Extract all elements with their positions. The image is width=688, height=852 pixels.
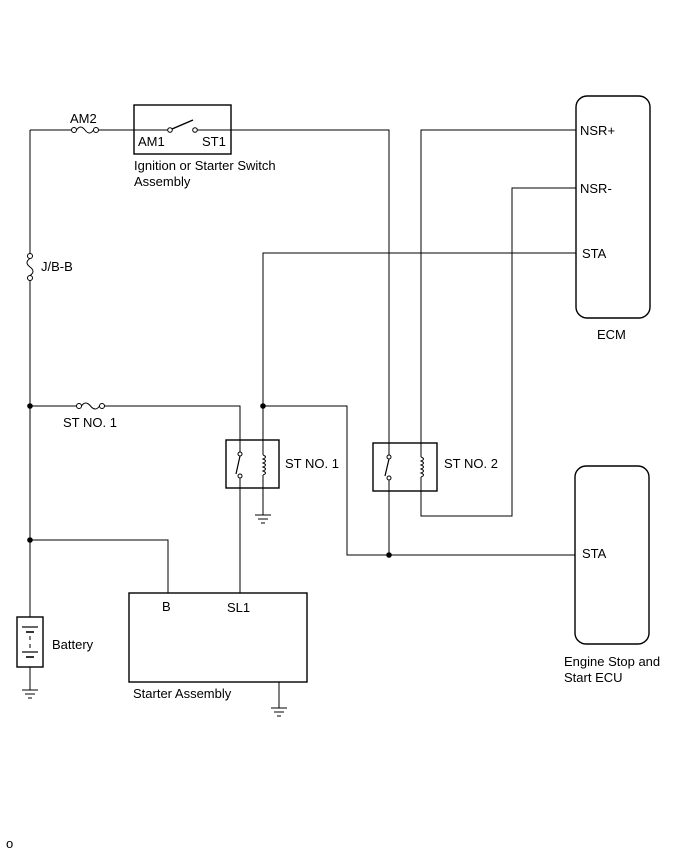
sta-eco-wire	[263, 405, 576, 556]
st-no2-relay-label: ST NO. 2	[444, 456, 498, 471]
junction-dot	[386, 552, 392, 558]
sta-ecu-terminal-label: STA	[582, 546, 607, 561]
corner-mark: o	[6, 836, 13, 851]
sta-ecm-terminal-label: STA	[582, 246, 607, 261]
st-no1-relay-box	[225, 439, 280, 489]
jbb-fuse-label: J/B-B	[41, 259, 73, 274]
am2-label: AM2	[70, 111, 97, 126]
nsr-plus-terminal-label: NSR+	[580, 123, 615, 138]
ecm-box	[575, 95, 651, 319]
battery-symbol	[16, 616, 44, 668]
battery-label: Battery	[52, 637, 94, 652]
ground-icon	[22, 689, 38, 699]
am1-terminal-label: AM1	[138, 134, 165, 149]
starter-assembly-box	[128, 592, 308, 683]
engine-stop-start-ecu-box	[574, 465, 650, 645]
st-no2-relay	[372, 442, 438, 492]
st-no2-relay-box	[372, 442, 438, 492]
ignition-switch-label-line2: Assembly	[134, 174, 191, 189]
ground-icon	[255, 514, 271, 524]
battery-box	[16, 616, 44, 668]
st-no1-fuse-wire	[30, 405, 241, 440]
b-terminal-label: B	[162, 599, 171, 614]
junctions	[27, 403, 392, 558]
junction-dot	[260, 403, 266, 409]
engine-stop-start-ecu-label-line1: Engine Stop and	[564, 654, 660, 669]
engine-stop-start-ecu-label-line2: Start ECU	[564, 670, 623, 685]
st1-terminal-label: ST1	[202, 134, 226, 149]
ecm-label: ECM	[597, 327, 626, 342]
nsr-wire	[420, 129, 576, 517]
junction-dot	[27, 537, 33, 543]
st-no1-relay	[225, 439, 280, 489]
sta-ecm-wire	[262, 252, 576, 440]
st1-wire	[231, 129, 390, 443]
junction-dot	[27, 403, 33, 409]
st-no1-fuse	[76, 402, 105, 410]
sl1-terminal-label: SL1	[227, 600, 250, 615]
am2-fuse	[71, 126, 99, 134]
ground-icon	[271, 707, 287, 717]
st-no1-relay-label: ST NO. 1	[285, 456, 339, 471]
starter-assembly-label: Starter Assembly	[133, 686, 232, 701]
jbb-fuse	[26, 253, 34, 281]
ignition-switch	[133, 104, 232, 155]
wires	[29, 129, 576, 708]
b-terminal-wire	[30, 539, 169, 593]
ignition-switch-label-line1: Ignition or Starter Switch	[134, 158, 276, 173]
nsr-minus-terminal-label: NSR-	[580, 181, 612, 196]
st-no1-fuse-label: ST NO. 1	[63, 415, 117, 430]
